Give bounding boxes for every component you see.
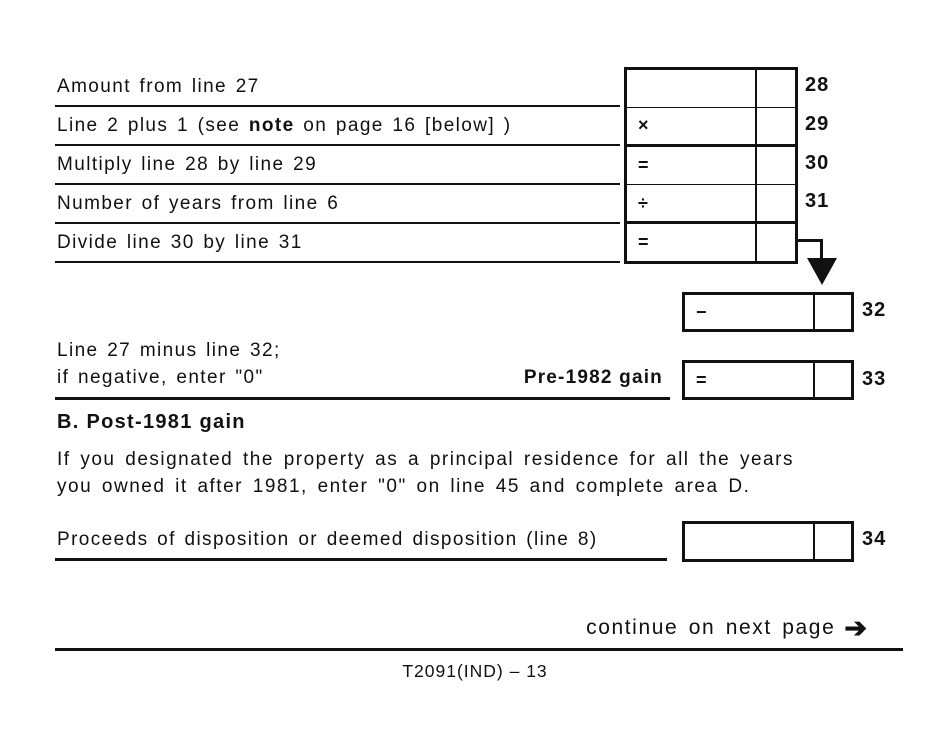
table-row-division-result: = <box>627 224 795 261</box>
line-30-amount-cell[interactable]: = <box>627 147 755 184</box>
line-number-28: 28 <box>805 74 830 96</box>
flow-connector-horizontal <box>797 239 823 242</box>
underline-line-34 <box>55 558 667 561</box>
line-31-amount-cell[interactable]: ÷ <box>627 185 755 222</box>
underline-divide-row <box>55 261 620 263</box>
division-result-cents-cell[interactable] <box>755 224 795 261</box>
line-30-cents-cell[interactable] <box>755 147 795 184</box>
line-33-amount-cell[interactable]: = <box>685 363 813 397</box>
line-number-33: 33 <box>862 368 887 390</box>
label-line-29-suffix: on page 16 [below] ) <box>294 115 512 136</box>
section-b-instruction-line-2: you owned it after 1981, enter "0" on li… <box>57 476 751 497</box>
section-b-instruction-line-1: If you designated the property as a prin… <box>57 449 794 470</box>
line-32-cents-cell[interactable] <box>813 295 851 329</box>
label-years-from-line-6: Number of years from line 6 <box>57 193 340 214</box>
label-divide-30-by-31: Divide line 30 by line 31 <box>57 232 303 253</box>
line-28-cents-cell[interactable] <box>755 70 795 107</box>
table-row-30: = <box>627 147 795 185</box>
underline-line-30 <box>55 183 620 185</box>
divide-operator: ÷ <box>638 192 648 213</box>
minus-operator: − <box>696 301 707 322</box>
table-row-28 <box>627 70 795 108</box>
line-34-box <box>682 521 854 562</box>
line-number-29: 29 <box>805 113 830 135</box>
line-32-box: − <box>682 292 854 332</box>
label-line-29-prefix: Line 2 plus 1 (see <box>57 115 249 136</box>
line-28-amount-cell[interactable] <box>627 70 755 107</box>
label-line-29-note-bold: note <box>248 115 295 136</box>
multiply-operator: × <box>638 115 649 136</box>
underline-line-33 <box>55 397 670 400</box>
table-row-31: ÷ <box>627 184 795 225</box>
underline-line-28 <box>55 105 620 107</box>
line-number-32: 32 <box>862 299 887 321</box>
label-line-2-plus-1: Line 2 plus 1 (see note on page 16 [belo… <box>57 115 511 137</box>
section-b-heading: B. Post-1981 gain <box>57 411 246 433</box>
line-29-amount-cell[interactable]: × <box>627 108 755 145</box>
division-result-amount-cell[interactable]: = <box>627 224 755 261</box>
line-number-30: 30 <box>805 152 830 174</box>
table-row-29: × <box>627 107 795 148</box>
underline-line-31 <box>55 222 620 224</box>
pre-1982-gain-tag: Pre-1982 gain <box>523 367 663 388</box>
label-line-27-minus-32: Line 27 minus line 32; <box>57 340 281 361</box>
label-if-negative: if negative, enter "0" <box>57 367 264 388</box>
line-33-box: = <box>682 360 854 400</box>
equals-operator-33: = <box>696 369 707 390</box>
footer-divider <box>55 648 903 651</box>
underline-line-29 <box>55 144 620 146</box>
line-31-cents-cell[interactable] <box>755 184 795 222</box>
continue-on-next-page: continue on next page ➔ <box>400 613 867 644</box>
calc-table-lines-28-31: × = ÷ = <box>624 67 798 264</box>
flow-connector-vertical <box>820 239 823 260</box>
line-29-cents-cell[interactable] <box>755 107 795 145</box>
line-34-cents-cell[interactable] <box>813 524 851 559</box>
equals-operator-30: = <box>638 154 649 175</box>
label-proceeds-of-disposition: Proceeds of disposition or deemed dispos… <box>57 529 598 550</box>
next-page-arrow-icon: ➔ <box>844 613 867 643</box>
line-number-31: 31 <box>805 190 830 212</box>
continue-text: continue on next page <box>586 616 836 639</box>
label-multiply-28-by-29: Multiply line 28 by line 29 <box>57 154 318 175</box>
line-33-cents-cell[interactable] <box>813 363 851 397</box>
line-32-amount-cell[interactable]: − <box>685 295 813 329</box>
label-amount-from-line-27: Amount from line 27 <box>57 76 260 97</box>
equals-operator-result: = <box>638 232 649 253</box>
down-arrow-icon <box>807 258 837 285</box>
form-id-footer: T2091(IND) – 13 <box>402 661 548 681</box>
line-34-amount-cell[interactable] <box>685 524 813 559</box>
line-number-34: 34 <box>862 528 887 550</box>
